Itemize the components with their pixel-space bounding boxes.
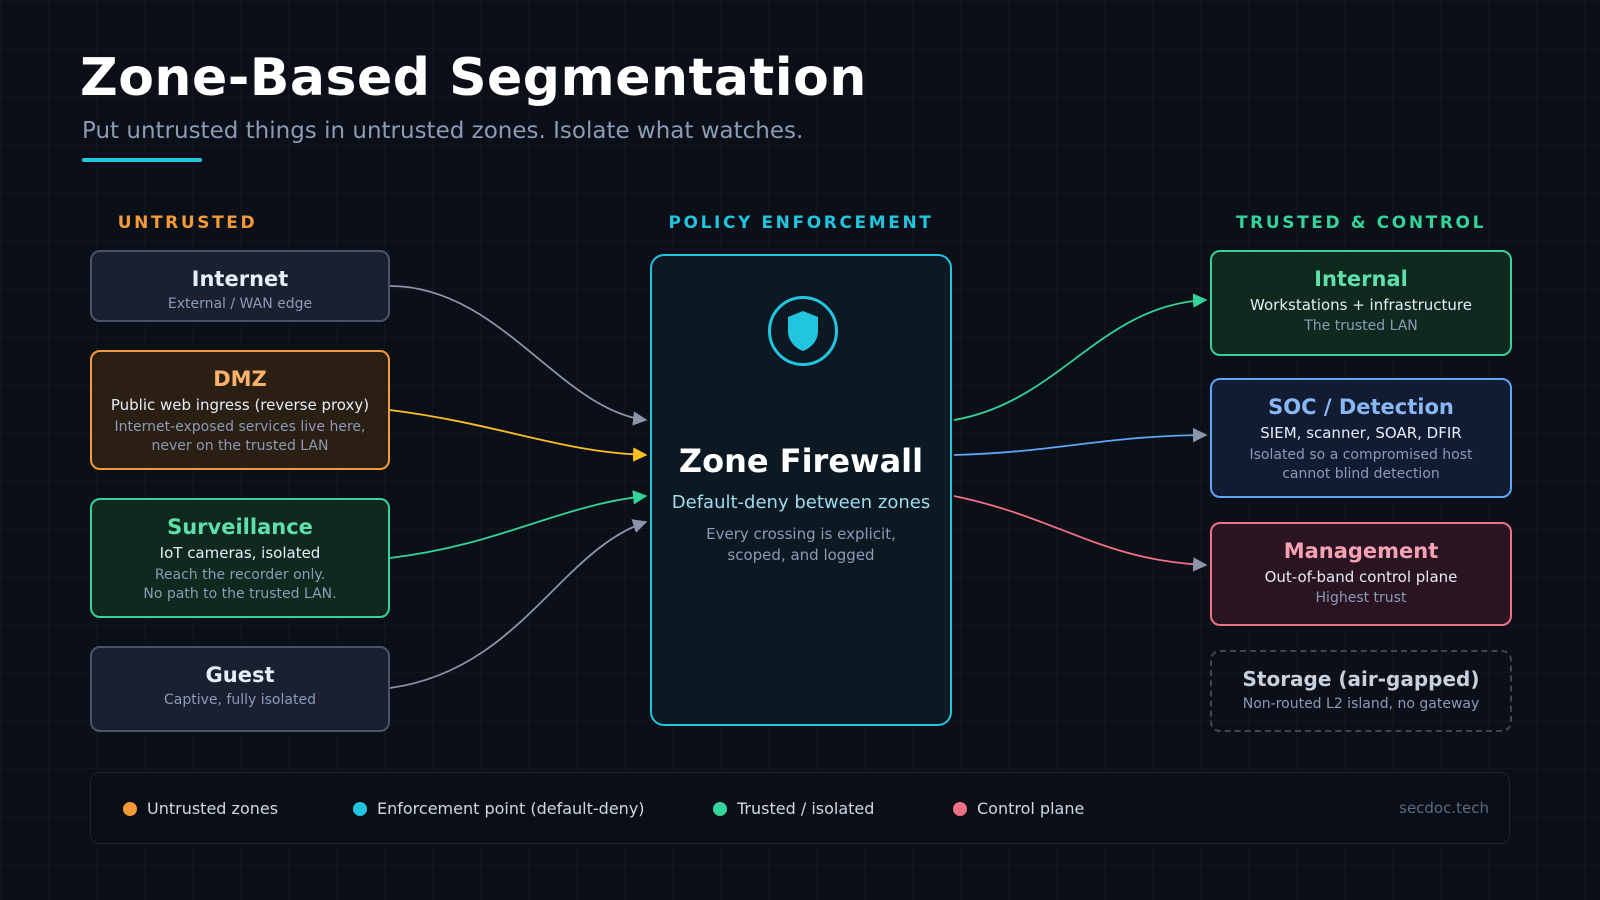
zone-guest[interactable]: Guest Captive, fully isolated (90, 646, 390, 732)
arrow-surveillance-to-firewall (389, 490, 648, 559)
arrow-internet-to-firewall (389, 285, 648, 426)
zone-surveillance[interactable]: Surveillance IoT cameras, isolated Reach… (90, 498, 390, 618)
zone-internal[interactable]: Internal Workstations + infrastructure T… (1210, 250, 1512, 356)
legend-dot (123, 801, 137, 816)
zone-storage-airgapped[interactable]: Storage (air-gapped) Non-routed L2 islan… (1210, 650, 1512, 732)
zone-line: Out-of-band control plane (1264, 568, 1458, 586)
firewall-description: Default-deny between zones (671, 492, 931, 513)
column-heading-policy: POLICY ENFORCEMENT (668, 213, 934, 233)
legend-item-enforcement: Enforcement point (default-deny) (353, 799, 645, 818)
legend-item-trusted: Trusted / isolated (713, 799, 874, 818)
page-subtitle: Put untrusted things in untrusted zones.… (82, 118, 804, 144)
zone-name: Guest (205, 663, 275, 687)
arrow-guest-to-firewall (389, 519, 648, 689)
title-underline (82, 158, 202, 162)
legend-item-untrusted: Untrusted zones (123, 799, 278, 818)
legend-dot (953, 801, 967, 816)
legend-label: Untrusted zones (147, 799, 279, 818)
zone-sub: Non-routed L2 island, no gateway (1242, 696, 1480, 712)
zone-line: Public web ingress (reverse proxy) (110, 396, 370, 414)
column-heading-trusted: TRUSTED & CONTROL (1235, 213, 1487, 233)
zone-sub: Highest trust (1315, 590, 1407, 606)
zone-sub: Captive, fully isolated (164, 692, 316, 708)
arrow-firewall-to-management (953, 495, 1208, 572)
zone-sub: External / WAN edge (167, 296, 313, 312)
column-heading-untrusted: UNTRUSTED (117, 213, 258, 233)
zone-name: Internal (1314, 267, 1408, 291)
zone-management[interactable]: Management Out-of-band control plane Hig… (1210, 522, 1512, 626)
zone-sub: The trusted LAN (1304, 318, 1418, 334)
zone-note: Reach the recorder only. No path to the … (143, 567, 337, 602)
zone-firewall[interactable]: Zone Firewall Default-deny between zones… (650, 254, 952, 726)
zone-name: SOC / Detection (1268, 395, 1454, 419)
legend-label: Control plane (977, 799, 1085, 818)
zone-dmz[interactable]: DMZ Public web ingress (reverse proxy) I… (90, 350, 390, 470)
zone-soc-detection[interactable]: SOC / Detection SIEM, scanner, SOAR, DFI… (1210, 378, 1512, 498)
zone-name: Surveillance (167, 515, 313, 539)
legend-dot (353, 801, 367, 816)
arrow-firewall-to-internal (953, 293, 1208, 421)
zone-note: Internet-exposed services live here, nev… (114, 419, 366, 454)
firewall-note: Every crossing is explicit, scoped, and … (706, 525, 896, 564)
arrow-firewall-to-soc (953, 427, 1208, 456)
zone-line: SIEM, scanner, SOAR, DFIR (1260, 424, 1462, 442)
zone-name: DMZ (213, 367, 267, 391)
zone-name: Management (1283, 539, 1439, 563)
legend-label: Trusted / isolated (737, 799, 875, 818)
legend-dot (713, 801, 727, 816)
page-title: Zone-Based Segmentation (80, 48, 867, 108)
legend-item-control: Control plane (953, 799, 1084, 818)
zone-line: Workstations + infrastructure (1250, 296, 1472, 314)
shield-icon (768, 296, 838, 366)
zone-name: Internet (191, 267, 289, 291)
zone-note: Isolated so a compromised host cannot bl… (1249, 447, 1473, 482)
zone-internet[interactable]: Internet External / WAN edge (90, 250, 390, 322)
firewall-name: Zone Firewall (678, 442, 924, 480)
brand-label: secdoc.tech (1399, 799, 1489, 817)
legend-label: Enforcement point (default-deny) (377, 799, 645, 818)
zone-line: IoT cameras, isolated (159, 544, 321, 562)
zone-name: Storage (air-gapped) (1242, 667, 1480, 691)
legend: Untrusted zones Enforcement point (defau… (90, 772, 1510, 844)
arrow-dmz-to-firewall (389, 409, 648, 462)
